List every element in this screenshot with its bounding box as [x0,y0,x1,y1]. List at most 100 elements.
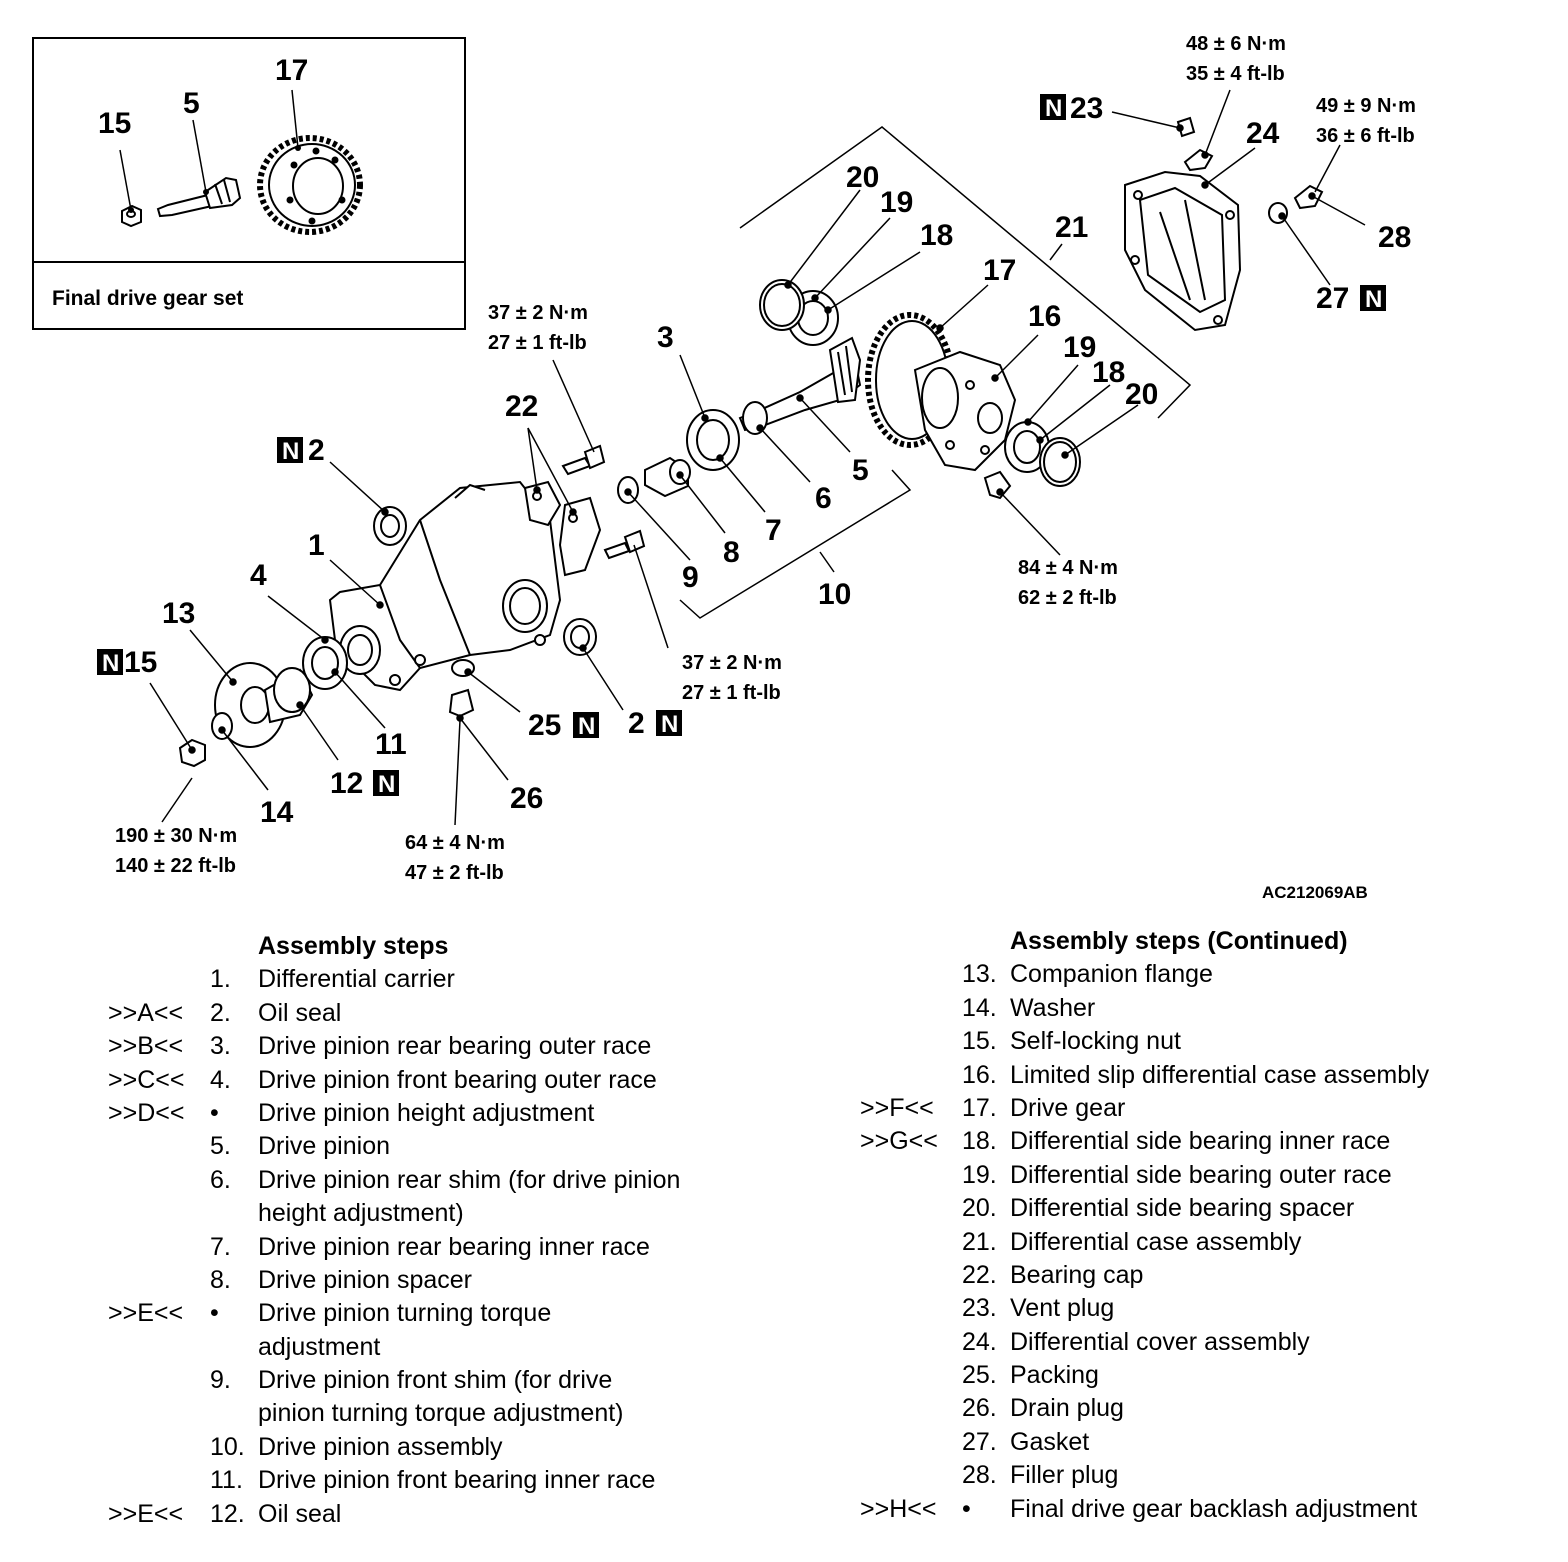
callout-20-right: 20 [1125,378,1158,411]
step-number: 18. [962,1127,997,1156]
step-number: 8. [210,1265,231,1294]
assembly-step-row: 16. Limited slip differential case assemb… [860,1059,1560,1092]
step-number: 11. [210,1466,243,1495]
step-number: 10. [210,1432,245,1461]
assembly-step-row: >>C<<4.Drive pinion front bearing outer … [108,1064,788,1097]
inset-label: Final drive gear set [52,287,243,310]
step-number: 25. [962,1361,997,1390]
n-marker-2-upper: N [277,437,303,465]
step-text: Drain plug [1010,1394,1124,1423]
assembly-step-row: 22.Bearing cap [860,1259,1560,1292]
callout-2-lower: 2 [628,707,645,740]
step-service-code: >>B<< [108,1032,184,1061]
step-number: 22. [962,1260,997,1289]
n-markers: N N N N N N N [97,94,1386,798]
assembly-step-row: 27. Gasket [860,1426,1560,1459]
assembly-step-row: 20. Differential side bearing spacer [860,1192,1560,1225]
step-service-code: >>C<< [108,1065,185,1094]
step-number: 5. [210,1132,231,1161]
step-number: 15. [962,1027,997,1056]
step-number: 16. [962,1060,997,1089]
step-number: 28. [962,1461,997,1490]
step-number: • [210,1098,219,1127]
step-text: Gasket [1010,1427,1090,1456]
step-text: Drive pinion front shim (for drive [258,1366,613,1395]
step-text: Companion flange [1010,960,1213,989]
step-text: Drive pinion rear bearing outer race [258,1032,652,1061]
assembly-steps-header: Assembly steps (Continued) [1010,927,1348,955]
callout-11: 11 [375,728,407,761]
callout-19-right: 19 [1063,331,1096,364]
exploded-view-diagram: Final drive gear set 17 5 15 [32,33,1416,902]
callout-26: 26 [510,782,543,815]
step-number: 9. [210,1366,231,1395]
torque-cap-upper-ftlb: 27 ± 1 ft-lb [488,332,587,354]
callout-17: 17 [983,254,1016,287]
assembly-step-row: 1.Differential carrier [108,963,788,996]
step-text: height adjustment) [258,1199,464,1228]
step-number: 24. [962,1327,997,1356]
step-text: Drive pinion front bearing inner race [258,1466,656,1495]
callout-8: 8 [723,536,740,569]
step-service-code: >>E<< [108,1299,184,1328]
callout-7: 7 [765,514,782,547]
step-text: Final drive gear backlash adjustment [1010,1494,1418,1523]
assembly-step-row: 14.Washer [860,992,1560,1025]
svg-text:N: N [282,438,299,465]
step-service-code: >>D<< [108,1098,185,1127]
callout-13: 13 [162,597,195,630]
assembly-step-row: 26. Drain plug [860,1392,1560,1425]
step-number: 2. [210,998,231,1027]
torque-nut-ftlb: 140 ± 22 ft-lb [115,855,236,877]
step-text: Packing [1010,1361,1099,1390]
callout-12: 12 [330,767,363,800]
callout-19-left: 19 [880,186,913,219]
step-text: Differential side bearing outer race [1010,1160,1392,1189]
assembly-step-row: 13.Companion flange [860,958,1560,991]
step-text: Limited slip differential case assembly [1010,1060,1430,1089]
callout-16: 16 [1028,300,1061,333]
assembly-step-row: 28.Filler plug [860,1459,1560,1492]
torque-cap-lower-nm: 37 ± 2 N·m [682,652,782,674]
assembly-step-row: >>G<<18.Differential side bearing inner … [860,1125,1560,1158]
callout-21: 21 [1055,211,1088,244]
callout-10: 10 [818,578,851,611]
step-service-code: >>E<< [108,1499,184,1528]
step-text: Drive pinion turning torque [258,1299,552,1328]
assembly-step-row: pinion turning torque adjustment) [108,1397,788,1430]
step-text: Differential side bearing spacer [1010,1194,1355,1223]
step-text: Differential cover assembly [1010,1327,1310,1356]
differential-case-assembly [865,312,1017,472]
step-number: 26. [962,1394,997,1423]
step-text: Drive pinion spacer [258,1265,472,1294]
inset-callout-17: 17 [275,54,308,87]
step-service-code: >>H<< [860,1494,937,1523]
step-number: • [962,1494,971,1523]
step-text: Drive pinion rear bearing inner race [258,1232,650,1261]
assembly-steps-right: Assembly steps (Continued) 13.Companion f… [860,925,1560,1526]
svg-text:N: N [378,771,395,798]
step-number: 19. [962,1160,997,1189]
torque-filler-ftlb: 36 ± 6 ft-lb [1316,125,1415,147]
step-number: 20. [962,1194,997,1223]
step-service-code: >>A<< [108,998,184,1027]
step-text: Differential carrier [258,965,455,994]
assembly-step-row: 10.Drive pinion assembly [108,1431,788,1464]
inset-final-drive-gear-set: Final drive gear set 17 5 15 [32,37,466,330]
assembly-step-row: 6.Drive pinion rear shim (for drive pini… [108,1164,788,1197]
assembly-step-row: 15.Self-locking nut [860,1025,1560,1058]
step-number: 17. [962,1093,997,1122]
step-number: 21. [962,1227,997,1256]
step-number: 12. [210,1499,245,1528]
step-number: 27. [962,1427,997,1456]
svg-text:N: N [1045,95,1062,122]
callout-18-right: 18 [1092,356,1125,389]
torque-case-ftlb: 62 ± 2 ft-lb [1018,587,1117,609]
callout-4: 4 [250,559,267,592]
callout-15: 15 [124,646,157,679]
assembly-step-row: adjustment [108,1331,788,1364]
assembly-step-row: >>E<<12.Oil seal [108,1498,788,1531]
assembly-step-row: 24. Differential cover assembly [860,1326,1560,1359]
step-text: Vent plug [1010,1294,1115,1323]
